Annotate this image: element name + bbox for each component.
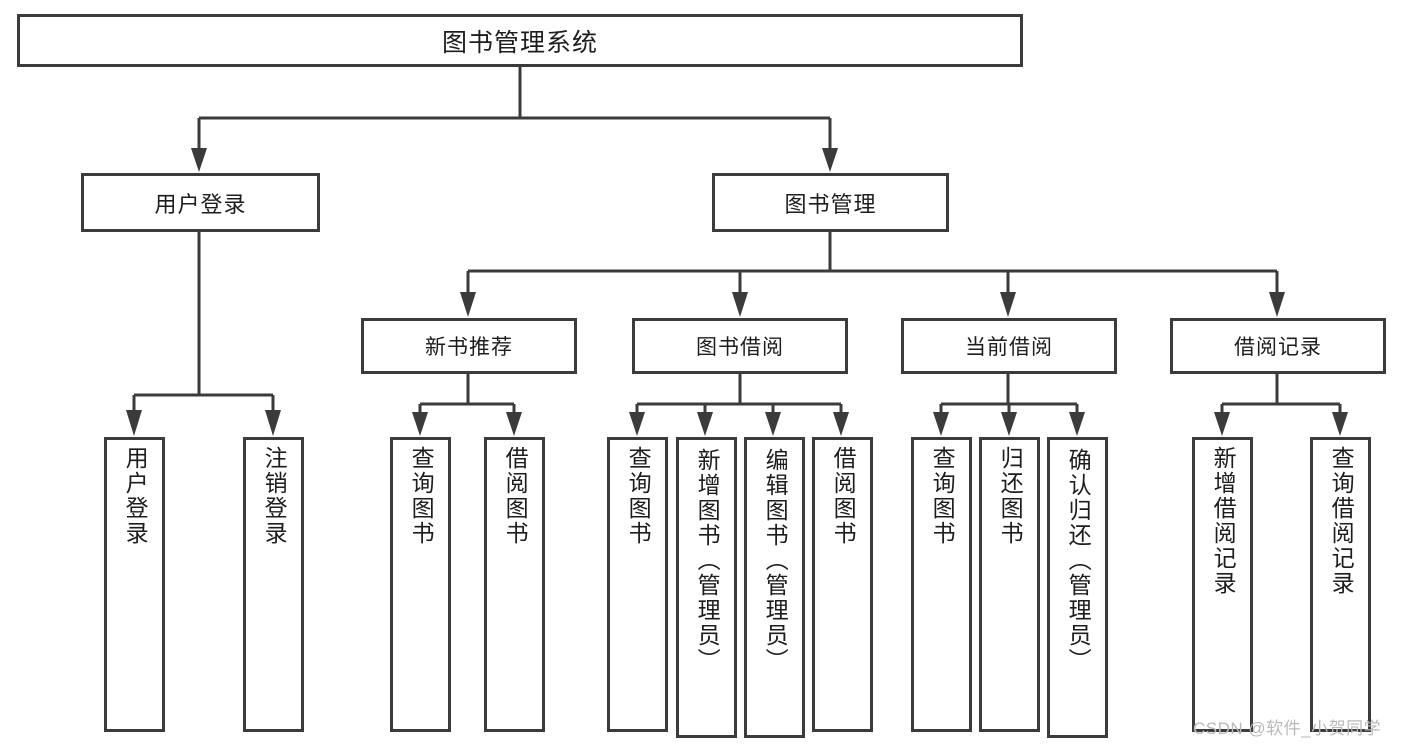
node-new-book-recommendation[interactable]: 新书推荐 bbox=[361, 318, 577, 374]
arrowhead-new-book-rec bbox=[460, 292, 476, 317]
node-borrowing-record[interactable]: 借阅记录 bbox=[1170, 318, 1386, 374]
leaf-label: 注销登录 bbox=[261, 446, 288, 546]
arrowhead-borrow-record bbox=[1269, 292, 1285, 317]
arrowhead-nbr-leaf-2 bbox=[506, 412, 522, 436]
arrowhead-book-borrow bbox=[732, 292, 748, 317]
leaf-query-book-bb[interactable]: 查询图书 bbox=[607, 437, 668, 732]
leaf-borrow-book-bb[interactable]: 借阅图书 bbox=[812, 437, 873, 732]
arrowhead-current-borrow bbox=[1000, 292, 1016, 317]
leaf-query-book-cb[interactable]: 查询图书 bbox=[911, 437, 972, 732]
leaf-add-borrow-record[interactable]: 新增借阅记录 bbox=[1192, 437, 1253, 732]
leaf-label: 确认归还（管理员） bbox=[1065, 448, 1092, 673]
node-current-borrowing[interactable]: 当前借阅 bbox=[901, 318, 1117, 374]
arrowhead-cb-leaf-2 bbox=[1001, 412, 1017, 436]
arrowhead-bb-leaf-4 bbox=[833, 412, 849, 436]
leaf-label: 查询借阅记录 bbox=[1328, 446, 1355, 596]
leaf-label: 编辑图书（管理员） bbox=[762, 448, 789, 673]
leaf-confirm-return-admin[interactable]: 确认归还（管理员） bbox=[1047, 437, 1108, 738]
leaf-query-book-nbr[interactable]: 查询图书 bbox=[390, 437, 451, 732]
arrowhead-cb-leaf-1 bbox=[933, 412, 949, 436]
leaf-borrow-book-nbr[interactable]: 借阅图书 bbox=[484, 437, 545, 732]
node-root-library-management-system[interactable]: 图书管理系统 bbox=[17, 14, 1023, 67]
arrowhead-user-login bbox=[191, 148, 207, 172]
arrowhead-leaf-user-login bbox=[126, 410, 142, 436]
arrowhead-leaf-logout bbox=[265, 410, 281, 436]
leaf-user-login[interactable]: 用户登录 bbox=[104, 437, 165, 732]
leaf-label: 用户登录 bbox=[122, 446, 149, 546]
node-label: 图书管理系统 bbox=[441, 28, 598, 57]
leaf-edit-book-admin[interactable]: 编辑图书（管理员） bbox=[744, 437, 805, 738]
leaf-label: 借阅图书 bbox=[830, 446, 857, 546]
leaf-return-book[interactable]: 归还图书 bbox=[979, 437, 1040, 732]
node-label: 借阅记录 bbox=[1234, 336, 1322, 359]
node-label: 当前借阅 bbox=[965, 336, 1053, 359]
arrowhead-br-leaf-2 bbox=[1332, 412, 1348, 436]
node-label: 图书借阅 bbox=[696, 336, 784, 359]
leaf-label: 归还图书 bbox=[997, 446, 1024, 546]
leaf-logout[interactable]: 注销登录 bbox=[243, 437, 304, 732]
leaf-label: 新增借阅记录 bbox=[1210, 446, 1237, 596]
arrowhead-nbr-leaf-1 bbox=[412, 412, 428, 436]
arrowhead-cb-leaf-3 bbox=[1069, 412, 1085, 436]
arrowhead-bb-leaf-3 bbox=[765, 412, 781, 436]
node-book-borrowing[interactable]: 图书借阅 bbox=[632, 318, 848, 374]
leaf-label: 新增图书（管理员） bbox=[694, 448, 721, 673]
leaf-query-borrow-record[interactable]: 查询借阅记录 bbox=[1310, 437, 1371, 732]
node-user-login[interactable]: 用户登录 bbox=[81, 173, 320, 232]
node-label: 图书管理 bbox=[784, 191, 877, 217]
node-label: 新书推荐 bbox=[425, 336, 513, 359]
node-book-management[interactable]: 图书管理 bbox=[712, 173, 949, 232]
leaf-label: 查询图书 bbox=[408, 446, 435, 546]
leaf-label: 借阅图书 bbox=[502, 446, 529, 546]
leaf-label: 查询图书 bbox=[625, 446, 652, 546]
arrowhead-bb-leaf-1 bbox=[629, 412, 645, 436]
arrowhead-book-mgmt bbox=[822, 148, 838, 172]
leaf-label: 查询图书 bbox=[929, 446, 956, 546]
node-label: 用户登录 bbox=[154, 191, 247, 217]
arrowhead-bb-leaf-2 bbox=[697, 412, 713, 436]
leaf-add-book-admin[interactable]: 新增图书（管理员） bbox=[676, 437, 737, 738]
csdn-watermark: CSDN @软件_小贺同学 bbox=[1193, 719, 1382, 738]
arrowhead-br-leaf-1 bbox=[1214, 412, 1230, 436]
